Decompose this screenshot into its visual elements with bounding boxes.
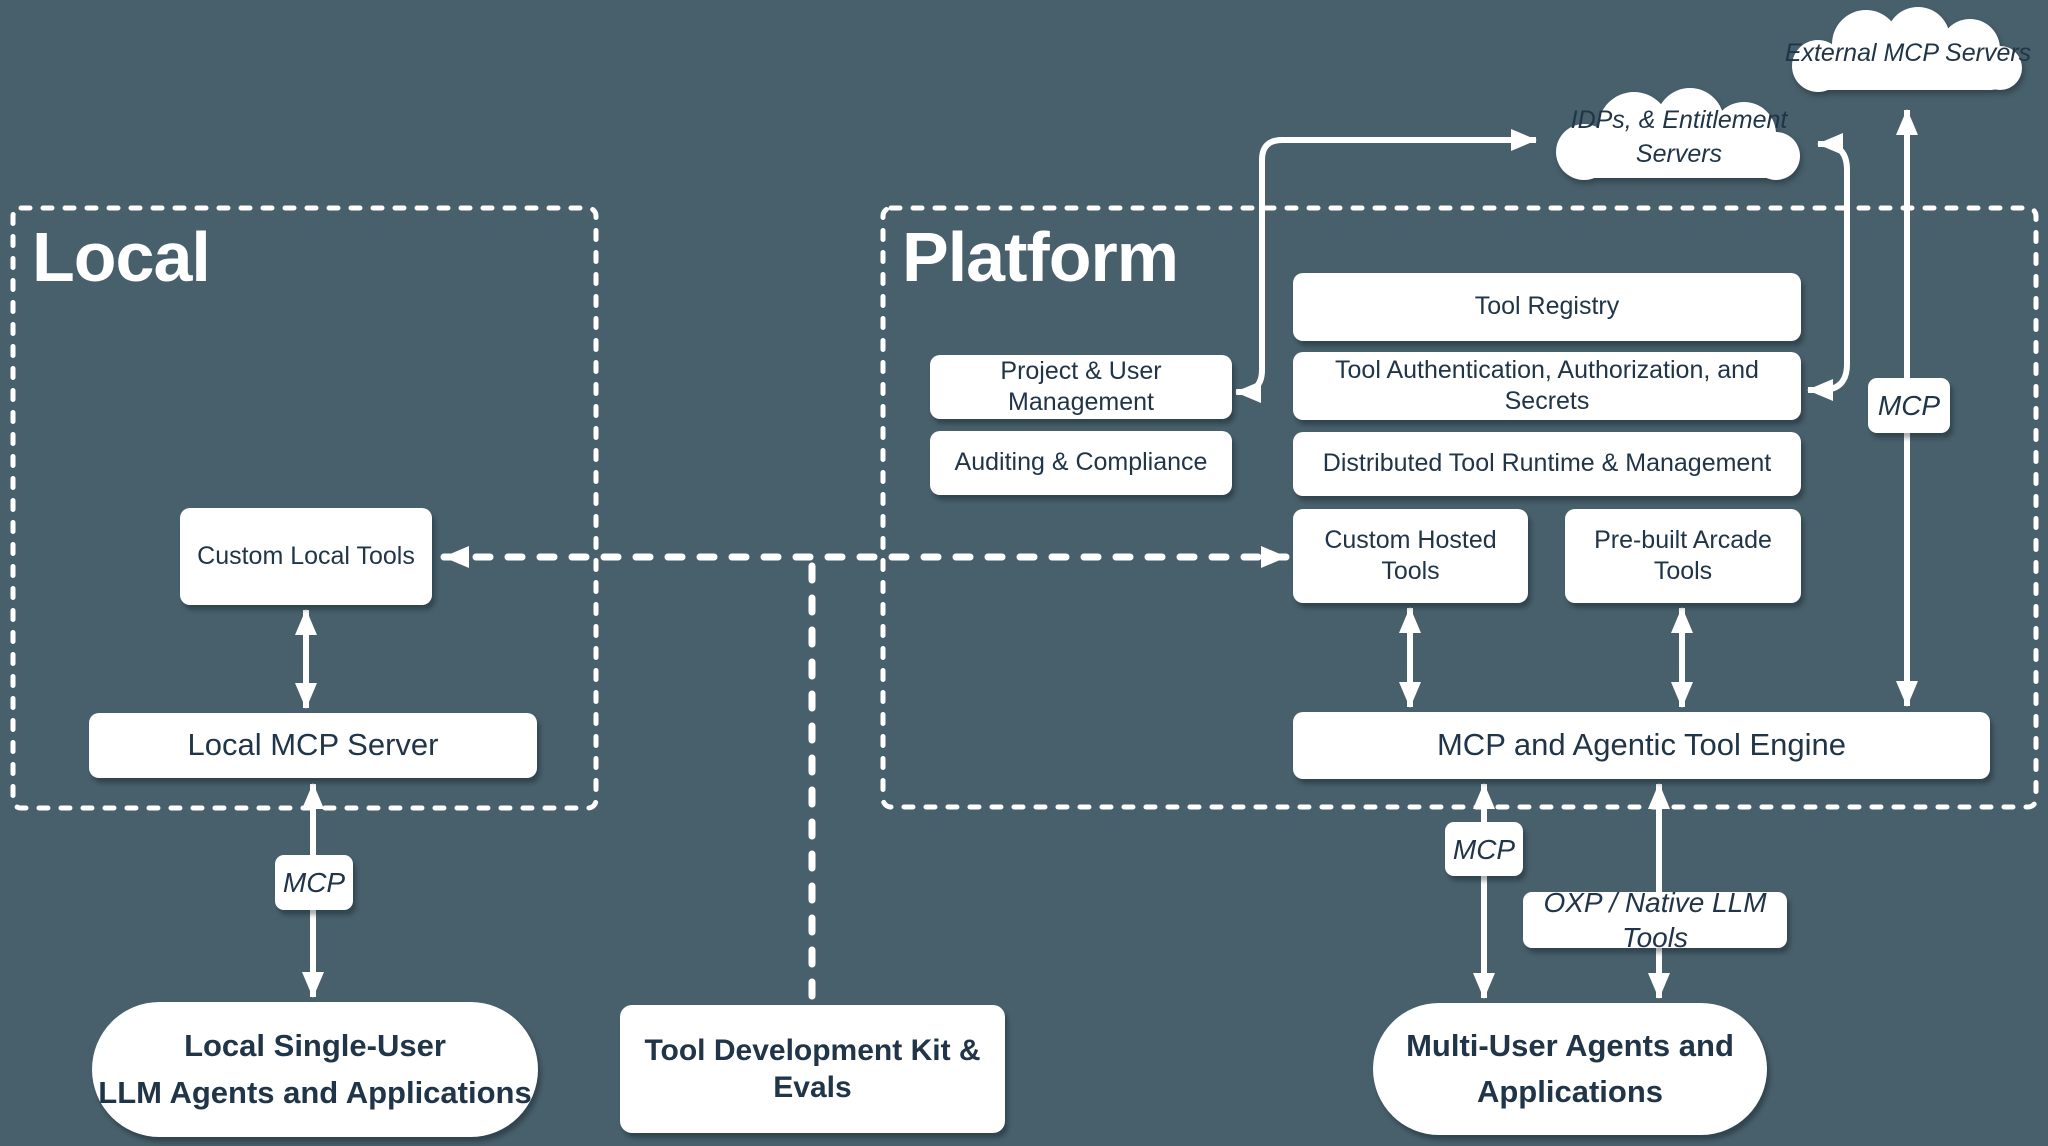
local-mcp-server-label: Local MCP Server	[187, 727, 439, 763]
mcp-agentic-engine-box: MCP and Agentic Tool Engine	[1293, 712, 1990, 779]
auditing-compliance-box: Auditing & Compliance	[930, 431, 1232, 495]
mcp-protocol-tag-external: MCP	[1868, 378, 1950, 433]
custom-hosted-tools-box: Custom Hosted Tools	[1293, 509, 1528, 603]
idps-entitlement-line1: IDPs, & Entitlement	[1570, 106, 1788, 135]
cloud-shape-icon	[1556, 88, 1800, 180]
tool-development-kit-box: Tool Development Kit & Evals	[620, 1005, 1005, 1133]
mcp-protocol-tag-local: MCP	[275, 855, 353, 910]
custom-local-tools-label: Custom Local Tools	[197, 541, 415, 570]
external-mcp-servers-cloud: External MCP Servers	[1778, 6, 2038, 102]
local-agents-line2: LLM Agents and Applications	[98, 1074, 532, 1110]
mcp-protocol-tag-engine: MCP	[1445, 822, 1523, 876]
arrow-toolauth-idps	[1807, 133, 1850, 401]
custom-local-tools-box: Custom Local Tools	[180, 508, 432, 605]
arrow-projectmgmt-idps	[1235, 129, 1537, 403]
local-agents-pill: Local Single-User LLM Agents and Applica…	[92, 1002, 538, 1137]
tool-authentication-box: Tool Authentication, Authorization, and …	[1293, 352, 1801, 420]
multi-user-agents-line1: Multi-User Agents and	[1406, 1027, 1734, 1063]
mcp-protocol-tag-local-label: MCP	[282, 867, 346, 898]
multi-user-agents-line2: Applications	[1476, 1074, 1663, 1109]
local-section-title: Local	[32, 218, 211, 296]
project-user-management-label: Project & User Management	[1000, 356, 1162, 416]
tool-authentication-label: Tool Authentication, Authorization, and …	[1335, 355, 1759, 415]
platform-boundary	[880, 205, 2039, 810]
local-agents-line1: Local Single-User	[184, 1028, 446, 1063]
tool-registry-box: Tool Registry	[1293, 273, 1801, 341]
cloud-shape-icon	[1792, 7, 2022, 92]
project-user-management-box: Project & User Management	[930, 355, 1232, 419]
prebuilt-arcade-tools-label: Pre-built Arcade Tools	[1594, 525, 1772, 585]
local-mcp-server-box: Local MCP Server	[89, 713, 537, 778]
prebuilt-arcade-tools-box: Pre-built Arcade Tools	[1565, 509, 1801, 603]
tool-registry-label: Tool Registry	[1474, 292, 1620, 321]
mcp-protocol-tag-external-label: MCP	[1877, 390, 1941, 421]
mcp-protocol-tag-engine-label: MCP	[1452, 833, 1516, 865]
tool-development-kit-label: Tool Development Kit & Evals	[644, 1033, 981, 1105]
idps-entitlement-cloud: IDPs, & Entitlement Servers	[1542, 84, 1816, 192]
idps-entitlement-line2: Servers	[1635, 140, 1723, 168]
auditing-compliance-label: Auditing & Compliance	[954, 448, 1208, 477]
custom-hosted-tools-label: Custom Hosted Tools	[1324, 525, 1497, 585]
multi-user-agents-pill: Multi-User Agents and Applications	[1373, 1003, 1767, 1135]
external-mcp-servers-label: External MCP Servers	[1784, 39, 2032, 68]
mcp-agentic-engine-label: MCP and Agentic Tool Engine	[1436, 727, 1847, 763]
oxp-native-llm-tools-label: OXP / Native LLM Tools	[1543, 887, 1767, 953]
platform-section-title: Platform	[902, 218, 1179, 296]
distributed-runtime-label: Distributed Tool Runtime & Management	[1322, 449, 1772, 478]
distributed-runtime-box: Distributed Tool Runtime & Management	[1293, 432, 1801, 496]
oxp-native-llm-tools-tag: OXP / Native LLM Tools	[1523, 887, 1787, 953]
